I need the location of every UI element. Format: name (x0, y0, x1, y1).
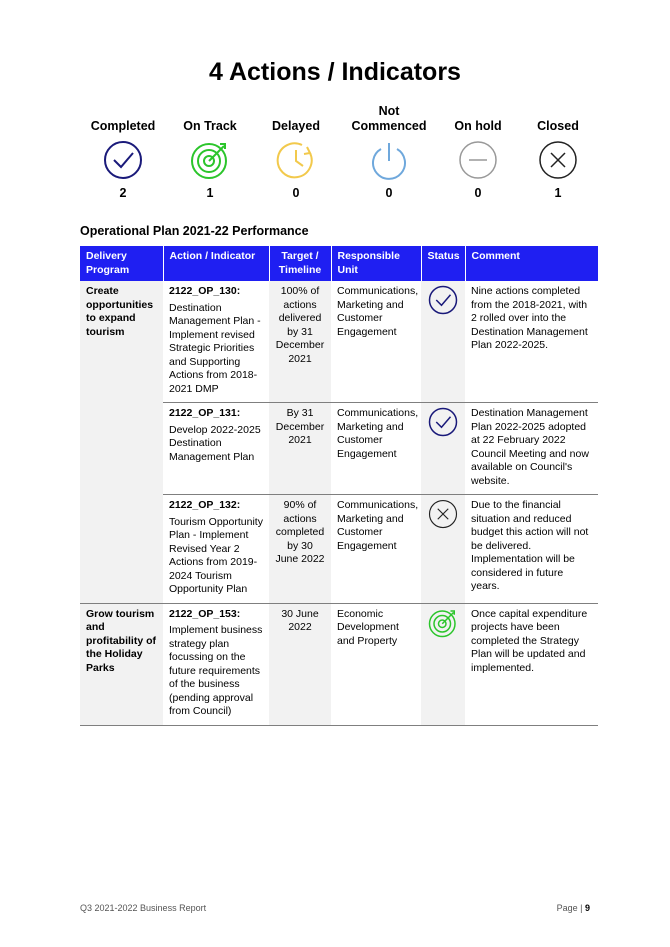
header-delivery-program: Delivery Program (80, 246, 163, 281)
action-code: 2122_OP_132: (169, 499, 241, 511)
status-cell (421, 281, 465, 403)
action-cell: 2122_OP_153: Implement business strategy… (163, 603, 269, 726)
delivery-program-cell: Grow tourism and profitability of the Ho… (80, 603, 163, 726)
summary-label: On Track (183, 119, 237, 133)
unit-cell: Communications, Marketing and Customer E… (331, 494, 421, 604)
page-title: 4 Actions / Indicators (209, 58, 461, 86)
header-responsible-unit: Responsible Unit (330, 246, 421, 281)
header-target-timeline: Target / Timeline (268, 246, 331, 281)
footer-report-name: Q3 2021-2022 Business Report (80, 903, 207, 913)
summary-label: On hold (454, 119, 502, 133)
action-text: Tourism Opportunity Plan - Implement Rev… (169, 515, 263, 596)
unit-cell: Communications, Marketing and Customer E… (331, 402, 421, 495)
header-comment: Comment (464, 246, 598, 281)
performance-table: Delivery Program Action / Indicator Targ… (80, 246, 598, 726)
status-cell (421, 402, 465, 495)
summary-count: 0 (292, 186, 300, 200)
status-cell (421, 603, 465, 726)
target-cell: 90% of actions completed by 30 June 2022 (269, 494, 331, 604)
unit-cell: Communications, Marketing and Customer E… (331, 281, 421, 403)
summary-label: Completed (90, 119, 156, 133)
table-row: 2122_OP_132: Tourism Opportunity Plan - … (80, 494, 598, 604)
target-cell: 100% of actions delivered by 31 December… (269, 281, 331, 403)
unit-cell: Economic Development and Property (331, 603, 421, 726)
summary-count: 0 (474, 186, 482, 200)
section-heading: Operational Plan 2021-22 Performance (80, 224, 309, 238)
summary-label: Closed (537, 119, 579, 133)
comment-cell: Nine actions completed from the 2018-202… (465, 281, 598, 403)
action-text: Develop 2022-2025 Destination Management… (169, 423, 261, 463)
minus-circle-icon (459, 141, 497, 179)
table-row: 2122_OP_131: Develop 2022-2025 Destinati… (80, 402, 598, 495)
check-circle-icon (428, 407, 458, 437)
table-header-row: Delivery Program Action / Indicator Targ… (80, 246, 598, 281)
action-code: 2122_OP_153: (169, 607, 241, 620)
check-circle-icon (104, 141, 142, 179)
summary-count: 1 (206, 186, 214, 200)
status-summary: Completed 2 On Track 1 Delayed 0 Not Com… (80, 102, 600, 202)
comment-cell: Due to the financial situation and reduc… (465, 494, 598, 604)
action-text: Implement business strategy plan focussi… (169, 624, 263, 717)
power-icon (372, 143, 406, 180)
x-circle-icon (428, 499, 458, 529)
summary-on-track: On Track 1 (165, 102, 255, 200)
summary-count: 0 (385, 186, 393, 200)
summary-count: 2 (119, 186, 127, 200)
action-text: Destination Management Plan - Implement … (169, 301, 261, 395)
delivery-program-cell: Create opportunities to expand tourism (80, 281, 163, 604)
summary-on-hold: On hold 0 (433, 102, 523, 200)
footer-page-number: 9 (584, 903, 590, 913)
comment-cell: Once capital expenditure projects have b… (465, 603, 598, 726)
check-circle-icon (428, 285, 458, 315)
target-cell: By 31 December 2021 (269, 402, 331, 495)
footer-page: Page | 9 (557, 903, 590, 913)
target-icon (191, 143, 227, 179)
summary-delayed: Delayed 0 (251, 102, 341, 200)
comment-cell: Destination Management Plan 2022-2025 ad… (465, 402, 598, 495)
header-status: Status (420, 246, 465, 281)
summary-label: Not Commenced (351, 104, 427, 133)
action-cell: 2122_OP_130: Destination Management Plan… (163, 281, 269, 403)
action-cell: 2122_OP_132: Tourism Opportunity Plan - … (163, 494, 269, 604)
summary-label: Delayed (272, 119, 320, 133)
action-cell: 2122_OP_131: Develop 2022-2025 Destinati… (163, 402, 269, 495)
summary-count: 1 (554, 186, 562, 200)
target-icon (428, 609, 456, 637)
status-cell (421, 494, 465, 604)
footer-page-label: Page | (556, 903, 583, 913)
header-action-indicator: Action / Indicator (162, 246, 269, 281)
action-code: 2122_OP_130: (169, 285, 241, 297)
summary-completed: Completed 2 (78, 102, 168, 200)
table-row: Create opportunities to expand tourism 2… (80, 281, 598, 604)
target-cell: 30 June 2022 (269, 603, 331, 726)
summary-closed: Closed 1 (513, 102, 603, 200)
table-row: Grow tourism and profitability of the Ho… (80, 603, 598, 726)
action-code: 2122_OP_131: (169, 407, 241, 419)
summary-not-commenced: Not Commenced 0 (344, 102, 434, 200)
clock-icon (276, 142, 313, 179)
x-circle-icon (539, 141, 577, 179)
